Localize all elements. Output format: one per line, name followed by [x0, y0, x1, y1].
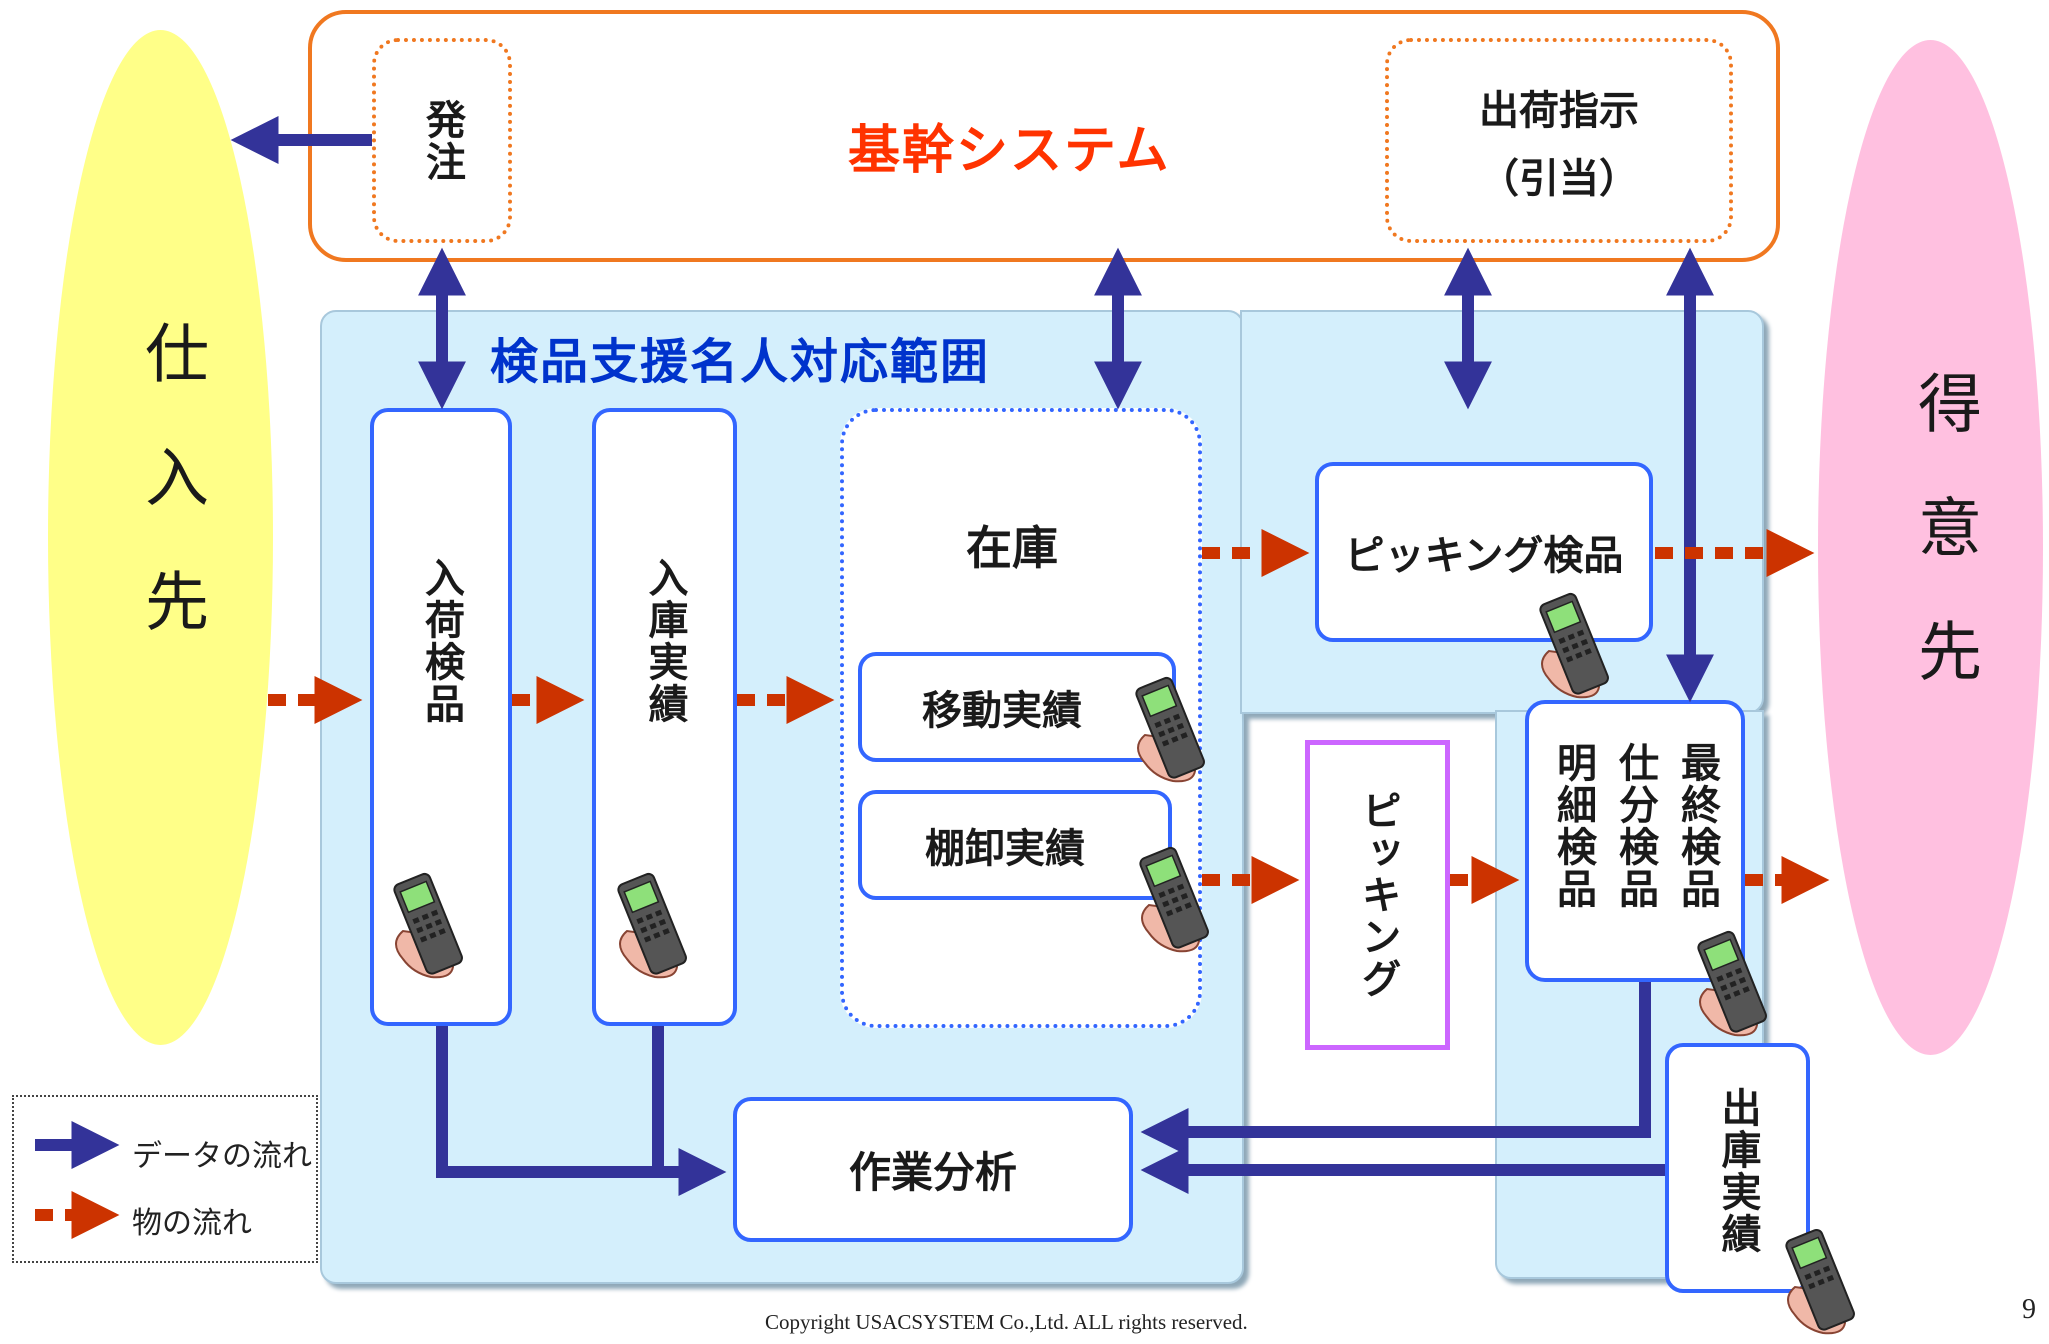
copyright: Copyright USACSYSTEM Co.,Ltd. ALL rights…: [765, 1310, 1248, 1334]
storage-record-label: 入庫実績: [641, 557, 688, 725]
shipment-record-label: 出庫実績: [1714, 1087, 1761, 1255]
move-record-label: 移動実績: [922, 688, 1082, 734]
suppliers-label: 仕入先: [134, 320, 208, 692]
core-system-box: [308, 10, 1780, 262]
legend-box: [12, 1095, 318, 1263]
receiving-inspection-label: 入荷検品: [418, 557, 464, 725]
legend-goods-flow-label: 物の流れ: [132, 1206, 252, 1241]
shipping-instruction-sublabel: （引当）: [1479, 155, 1639, 202]
inventory-label: 在庫: [966, 521, 1058, 575]
scope-label: 検品支援名人対応範囲: [490, 334, 991, 390]
picking-inspection-label: ピッキング検品: [1344, 533, 1624, 579]
core-system-title: 基幹システム: [848, 121, 1171, 181]
shipping-instruction-label: 出荷指示: [1479, 87, 1639, 134]
order-label: 発注: [419, 98, 465, 183]
order-box: 発注: [372, 38, 512, 243]
stocktake-record-box: 棚卸実績: [858, 790, 1172, 900]
suppliers-ellipse: [48, 30, 273, 1045]
picking-inspection-box: ピッキング検品: [1315, 462, 1653, 642]
customers-label: 得意先: [1907, 370, 1981, 742]
inspection-group-box: 最終検品 仕分検品 明細検品: [1525, 700, 1745, 982]
page-number: 9: [2022, 1294, 2036, 1325]
work-analysis-label: 作業分析: [848, 1148, 1017, 1197]
storage-record-box: 入庫実績: [592, 408, 737, 1026]
detail-inspection-label: 明細検品: [1550, 742, 1596, 910]
shipping-instruction-box: 出荷指示 （引当）: [1385, 38, 1733, 243]
legend-data-flow-label: データの流れ: [132, 1139, 312, 1174]
picking-box: ピッキング: [1305, 740, 1450, 1050]
sorting-inspection-label: 仕分検品: [1612, 742, 1658, 910]
stocktake-record-label: 棚卸実績: [925, 826, 1085, 872]
shipment-record-box: 出庫実績: [1665, 1043, 1810, 1293]
move-record-box: 移動実績: [858, 652, 1176, 762]
work-analysis-box: 作業分析: [733, 1097, 1133, 1242]
final-inspection-label: 最終検品: [1674, 742, 1720, 910]
picking-label: ピッキング: [1354, 790, 1401, 1000]
customers-ellipse: [1818, 40, 2043, 1055]
receiving-inspection-box: 入荷検品: [370, 408, 512, 1026]
